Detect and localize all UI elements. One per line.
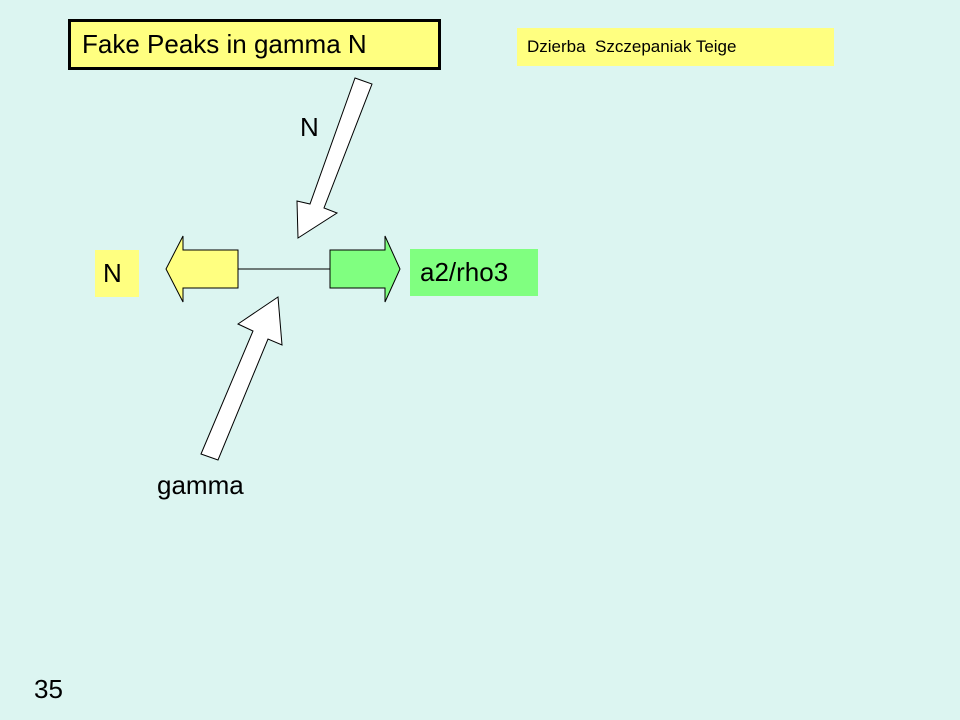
incoming-top-label: N	[300, 112, 319, 142]
outgoing-left-arrow-icon	[165, 235, 239, 303]
outgoing-right-arrow-icon	[329, 235, 401, 303]
page-number: 35	[34, 674, 63, 704]
incoming-bottom-label: gamma	[157, 470, 244, 500]
incoming-bottom-arrow-icon	[200, 296, 283, 461]
authors-label: Dzierba Szczepaniak Teige	[517, 28, 834, 66]
outgoing-right-label: a2/rho3	[410, 249, 538, 296]
incoming-top-arrow-icon	[296, 77, 373, 239]
outgoing-left-label: N	[95, 250, 139, 297]
slide-title: Fake Peaks in gamma N	[68, 19, 441, 70]
